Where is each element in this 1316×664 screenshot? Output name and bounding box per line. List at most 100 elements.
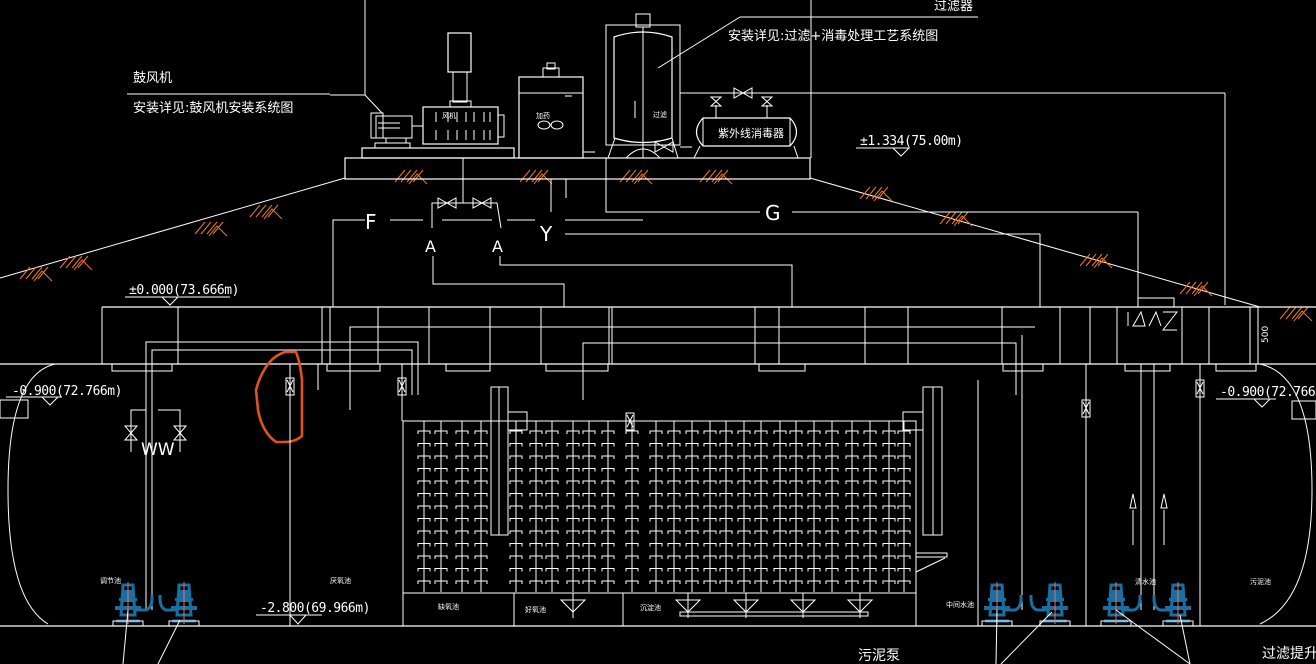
aeration-diffuser xyxy=(732,593,760,618)
tank-label: 厌氧池 xyxy=(330,576,351,585)
bio-media-column xyxy=(719,421,733,592)
level-left-water: -0.900(72.766m) xyxy=(12,384,122,399)
filter-leader xyxy=(657,16,741,69)
tank-label: 中间水池 xyxy=(946,600,974,609)
hatch-mark xyxy=(1279,306,1313,322)
gate-valve-icon xyxy=(760,96,774,107)
roof-slab xyxy=(0,306,1316,365)
bio-media-column xyxy=(625,421,639,592)
drop-box xyxy=(445,364,491,372)
uv-disinfector xyxy=(693,105,799,159)
earth-slope-left xyxy=(0,160,346,279)
hatch-mark xyxy=(1079,253,1113,269)
drop-box xyxy=(1215,364,1257,372)
dimension-500: 500 xyxy=(1261,326,1271,343)
sludge-pump-label: 污泥泵 xyxy=(858,648,900,664)
submersible-pump-icon xyxy=(158,582,200,627)
bio-media-column xyxy=(789,421,803,592)
pipe-code-A2: A xyxy=(492,237,503,256)
diffuser-header-pipe xyxy=(679,611,869,617)
gate-valve-icon xyxy=(472,197,492,209)
hatch-mark xyxy=(1179,281,1213,297)
filter-lift-pump-label: 过滤提升泵 xyxy=(1262,646,1316,662)
earth-slope-right xyxy=(809,177,1261,308)
bio-media-column xyxy=(685,421,699,592)
bio-media-column xyxy=(455,421,469,592)
aeration-diffuser xyxy=(789,593,817,618)
pipe-code-A1: A xyxy=(425,237,436,256)
uv-label: 紫外线消毒器 xyxy=(718,126,784,140)
level-mark-ground xyxy=(125,296,230,306)
bio-media-column xyxy=(509,421,523,592)
submersible-pump-icon xyxy=(1152,582,1194,627)
flow-arrows xyxy=(1129,364,1168,610)
hatch-mark xyxy=(619,169,653,185)
bio-media-column xyxy=(649,421,663,592)
pipe-network xyxy=(332,158,1139,307)
bio-media-column xyxy=(773,421,787,592)
ww-valve-assembly xyxy=(123,409,188,452)
bio-media-column xyxy=(601,421,615,592)
level-ground: ±0.000(73.666m) xyxy=(129,283,239,298)
valve-symbols-right xyxy=(1127,297,1179,331)
tank-label: 污泥池 xyxy=(1250,577,1271,586)
tank-tag: 加药 xyxy=(536,111,550,120)
bio-media-column xyxy=(582,421,596,592)
gate-valve-icon xyxy=(654,141,674,153)
pump-leaders xyxy=(122,609,1191,664)
level-mark-bottom xyxy=(256,614,322,625)
level-bottom: -2.800(69.966m) xyxy=(260,601,370,616)
tank-label: 沉淀池 xyxy=(640,603,661,612)
inlet-baffle xyxy=(490,386,528,536)
bio-media-column xyxy=(545,421,559,592)
gate-valve-icon xyxy=(733,87,753,99)
pipe-code-F: F xyxy=(365,210,377,234)
level-right-water: -0.900(72.766m) xyxy=(1220,385,1316,400)
level-mark-top xyxy=(856,147,910,157)
drop-box xyxy=(1002,364,1044,372)
tank-shell xyxy=(0,363,1316,627)
filter-vessel xyxy=(605,13,681,159)
drop-box xyxy=(326,364,381,372)
hatch-mark xyxy=(19,266,53,282)
bio-media-column xyxy=(667,421,681,592)
pipe-code-G: G xyxy=(765,201,781,225)
bio-media-column xyxy=(754,421,768,592)
aeration-diffuser xyxy=(559,593,587,618)
hatch-mark xyxy=(249,204,283,220)
biofilm-zone xyxy=(402,380,979,626)
hatch-mark xyxy=(394,169,428,185)
tank-label: 调节池 xyxy=(100,576,121,585)
gate-valve-icon xyxy=(437,197,457,209)
pipe-code-WW: WW xyxy=(141,440,175,460)
submersible-pump-icon xyxy=(1029,582,1071,627)
blower-title: 鼓风机 xyxy=(133,71,172,86)
markup-circle xyxy=(254,350,304,444)
blower-note: 安装详见:鼓风机安装系统图 xyxy=(133,101,293,116)
bio-media-column xyxy=(566,421,580,592)
gate-valve-icon xyxy=(709,96,723,107)
hatch-mark xyxy=(939,211,973,227)
aeration-diffuser xyxy=(674,593,702,618)
blower-tag: 风机 xyxy=(442,111,456,120)
bio-media-column xyxy=(825,421,839,592)
bio-media-column xyxy=(737,421,751,592)
outlet-baffle xyxy=(902,386,948,573)
hatch-mark xyxy=(699,169,733,185)
hatch-mark xyxy=(59,255,93,271)
drop-box xyxy=(545,364,609,372)
hatch-mark xyxy=(194,221,228,237)
bio-media-column xyxy=(845,421,859,592)
filter-tag: 过滤 xyxy=(653,110,667,119)
bio-media-column xyxy=(897,421,911,592)
drop-box xyxy=(758,364,806,372)
hatch-mark xyxy=(859,186,893,202)
submersible-pump-icon xyxy=(112,582,154,627)
filter-label: 过滤器 xyxy=(934,0,973,14)
level-mark-right-water xyxy=(1216,398,1316,420)
level-top: ±1.334(75.00m) xyxy=(860,134,963,149)
filter-note: 安装详见:过滤+消毒处理工艺系统图 xyxy=(728,29,938,44)
bio-media-column xyxy=(863,421,877,592)
blower-motor xyxy=(370,112,423,149)
